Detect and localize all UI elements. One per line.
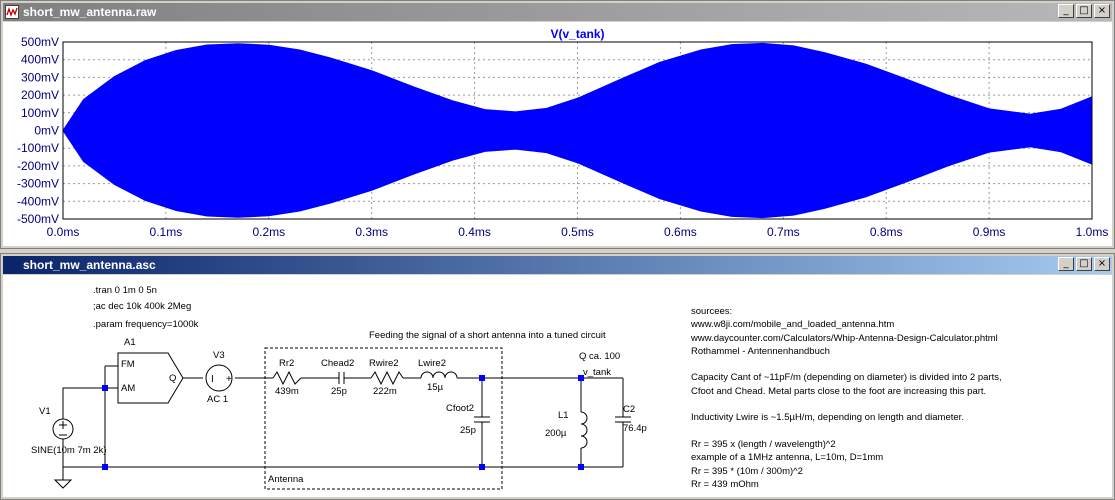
a1-pin-fm: FM <box>121 359 135 370</box>
note-line: Rr = 395 x (length / wavelength)^2 <box>691 438 836 450</box>
y-tick-label: 100mV <box>21 106 59 120</box>
a1-modulator-symbol <box>117 352 184 404</box>
directive-ac[interactable]: ;ac dec 10k 400k 2Meg <box>93 301 192 312</box>
cfoot2-value[interactable]: 25p <box>460 425 476 436</box>
note-line: sourcees: <box>691 306 733 317</box>
directive-tran[interactable]: .tran 0 1m 0 5n <box>93 285 157 296</box>
plot-frame <box>62 41 1093 220</box>
x-tick-label: 0.2ms <box>252 225 285 239</box>
x-tick-label: 0.1ms <box>150 225 183 239</box>
note-line: example of a 1MHz antenna, L=10m, D=1mm <box>691 452 884 464</box>
c2-value[interactable]: 76.4p <box>623 423 647 434</box>
y-tick-label: -200mV <box>17 159 59 173</box>
v1-name[interactable]: V1 <box>39 406 51 417</box>
x-tick-label: 0.3ms <box>355 225 388 239</box>
y-tick-label: 400mV <box>21 53 59 67</box>
v3-source-symbol <box>205 364 233 392</box>
schematic-titlebar[interactable]: short_mw_antenna.asc _ □ × <box>3 256 1112 274</box>
lwire2-name[interactable]: Lwire2 <box>418 358 446 369</box>
series-v-tank-envelope <box>62 42 1093 219</box>
plot-window-title: short_mw_antenna.raw <box>23 5 157 19</box>
x-tick-label: 0.0ms <box>47 225 80 239</box>
x-tick-labels: 0.0ms 0.1ms 0.2ms 0.3ms 0.4ms 0.5ms 0.6ms 0.7ms… <box>47 225 1109 239</box>
l1-name[interactable]: L1 <box>558 410 569 421</box>
cfoot2-name[interactable]: Cfoot2 <box>446 403 474 414</box>
rr2-resistor-symbol <box>272 370 302 386</box>
note-line: Capacity Cant of ~11pF/m (depending on d… <box>691 372 1002 384</box>
notes-block[interactable]: sourcees: www.w8ji.com/mobile_and_loaded… <box>691 305 1002 491</box>
l1-inductor-symbol <box>580 411 588 449</box>
rr2-name[interactable]: Rr2 <box>279 358 295 369</box>
x-tick-label: 1.0ms <box>1076 225 1109 239</box>
lwire2-value[interactable]: 15µ <box>427 382 444 393</box>
rwire2-value[interactable]: 222m <box>373 386 397 397</box>
note-line: Cfoot and Chead. Metal parts close to th… <box>691 385 987 397</box>
trace-label-v-tank[interactable]: V(v_tank) <box>550 27 604 41</box>
y-tick-labels: 500mV 400mV 300mV 200mV 100mV 0mV -100mV -200mV… <box>17 35 59 226</box>
svg-text:I: I <box>211 374 214 385</box>
rwire2-name[interactable]: Rwire2 <box>369 358 399 369</box>
note-line <box>691 358 1002 371</box>
waveform-chart[interactable]: V(v_tank) 500mV 400mV 300mV 200mV 100mV 0mV -1… <box>3 22 1112 248</box>
a1-pin-am: AM <box>121 383 136 394</box>
schematic-close-button[interactable]: × <box>1094 257 1110 271</box>
y-tick-label: 300mV <box>21 70 59 84</box>
c2-name[interactable]: C2 <box>623 404 636 415</box>
plot-area[interactable]: V(v_tank) 500mV 400mV 300mV 200mV 100mV 0mV -1… <box>3 22 1112 246</box>
x-tick-label: 0.9ms <box>973 225 1006 239</box>
directive-param[interactable]: .param frequency=1000k <box>93 319 199 330</box>
note-line <box>691 425 1002 438</box>
plot-titlebar[interactable]: short_mw_antenna.raw _ □ × <box>3 3 1112 21</box>
q-label[interactable]: Q ca. 100 <box>579 351 621 362</box>
chead2-value[interactable]: 25p <box>331 386 347 397</box>
note-line: www.daycounter.com/Calculators/Whip-Ante… <box>691 332 998 344</box>
svg-text:+: + <box>226 374 232 385</box>
schematic-window-title: short_mw_antenna.asc <box>23 258 156 272</box>
y-tick-label: 200mV <box>21 88 59 102</box>
schematic-minimize-button[interactable]: _ <box>1058 257 1074 271</box>
schematic-drawing: I + <box>52 347 631 490</box>
y-tick-label: -500mV <box>17 212 59 226</box>
plot-restore-button[interactable]: □ <box>1076 4 1092 18</box>
v3-name[interactable]: V3 <box>213 350 225 361</box>
note-line: www.w8ji.com/mobile_and_loaded_antenna.h… <box>691 319 895 331</box>
note-line: Rr = 395 * (10m / 300m)^2 <box>691 465 803 477</box>
y-tick-label: -400mV <box>17 194 59 208</box>
x-tick-label: 0.8ms <box>870 225 903 239</box>
ground-symbol <box>53 479 73 489</box>
note-line: Inductivity Lwire is ~1.5µH/m, depending… <box>691 412 964 424</box>
schematic-window: short_mw_antenna.asc _ □ × <box>0 253 1115 500</box>
note-line <box>691 398 1002 411</box>
plot-window: short_mw_antenna.raw _ □ × V(v_tank) 500… <box>0 0 1115 249</box>
y-tick-label: -300mV <box>17 177 59 191</box>
plot-minimize-button[interactable]: _ <box>1058 4 1074 18</box>
rwire2-resistor-symbol <box>370 370 404 386</box>
net-label-v-tank[interactable]: v_tank <box>583 367 611 378</box>
l1-value[interactable]: 200µ <box>545 428 567 439</box>
v1-value[interactable]: SINE(10m 7m 2k) <box>31 445 107 456</box>
chead2-name[interactable]: Chead2 <box>321 358 355 369</box>
a1-pin-q: Q <box>169 373 177 384</box>
circuit-caption[interactable]: Feeding the signal of a short antenna in… <box>369 330 606 341</box>
waveform-app-icon <box>5 5 19 19</box>
a1-name[interactable]: A1 <box>124 337 136 348</box>
schematic-restore-button[interactable]: □ <box>1076 257 1092 271</box>
note-line: Rothammel - Antennenhandbuch <box>691 345 830 357</box>
lwire2-inductor-symbol <box>420 371 458 379</box>
antenna-label[interactable]: Antenna <box>268 474 304 485</box>
x-tick-label: 0.6ms <box>664 225 697 239</box>
x-tick-label: 0.4ms <box>458 225 491 239</box>
plot-close-button[interactable]: × <box>1094 4 1110 18</box>
x-tick-label: 0.5ms <box>561 225 594 239</box>
y-tick-label: 500mV <box>21 35 59 49</box>
antenna-box <box>264 347 503 490</box>
y-tick-label: -100mV <box>17 141 59 155</box>
rr2-value[interactable]: 439m <box>275 386 299 397</box>
note-line: Rr = 439 mOhm <box>691 478 759 490</box>
schematic-canvas[interactable]: I + .tran 0 1m 0 5n ;ac dec 10k 400k 2Me… <box>3 275 1112 497</box>
y-tick-label: 0mV <box>34 124 59 138</box>
v3-value[interactable]: AC 1 <box>207 394 229 405</box>
x-tick-label: 0.7ms <box>767 225 800 239</box>
